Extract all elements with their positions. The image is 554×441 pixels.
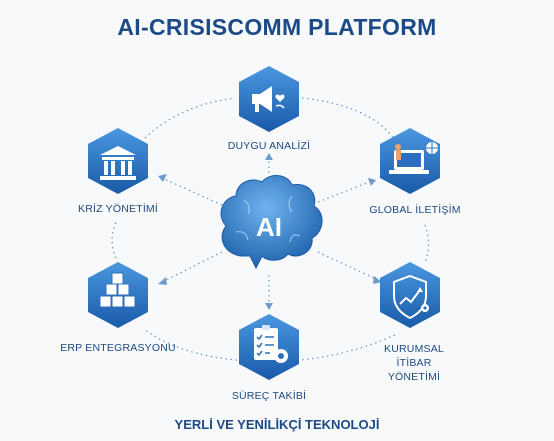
hexagon-tile bbox=[88, 128, 148, 194]
center-ai-label: AI bbox=[256, 212, 282, 242]
node-erp-entegrasyonu bbox=[88, 262, 148, 328]
arrowhead-erp bbox=[158, 277, 167, 285]
megaphone-heart-icon bbox=[252, 86, 285, 112]
connector-global-kurumsal bbox=[424, 224, 430, 263]
node-label-erp-entegrasyonu: ERP ENTEGRASYONU bbox=[60, 342, 176, 354]
arrowhead-kurumsal bbox=[373, 276, 382, 284]
building-icon bbox=[100, 146, 136, 180]
node-label-kriz-yonetimi: KRİZ YÖNETİMİ bbox=[78, 203, 158, 215]
cubes-icon bbox=[99, 272, 136, 308]
ring-connectors bbox=[111, 97, 430, 361]
connector-erp-kriz bbox=[111, 221, 117, 259]
spoke-erp bbox=[161, 251, 223, 283]
node-surec-takibi bbox=[239, 314, 299, 380]
footer-tagline: YERLİ VE YENİLİKÇİ TEKNOLOJİ bbox=[174, 417, 380, 432]
shield-chart-icon bbox=[393, 274, 429, 320]
spoke-kurumsal bbox=[317, 251, 379, 281]
arrowhead-kriz bbox=[158, 174, 167, 182]
node-duygu-analizi bbox=[239, 66, 299, 132]
arrowhead-duygu bbox=[265, 153, 273, 160]
connector-duygu-global bbox=[301, 97, 396, 141]
node-kurumsal-itibar bbox=[380, 262, 440, 328]
arrowhead-global bbox=[368, 178, 376, 186]
node-label-surec-takibi: SÜREÇ TAKİBİ bbox=[231, 390, 307, 402]
node-label-global-iletisim: GLOBAL İLETİŞİM bbox=[369, 204, 461, 216]
checklist-gear-icon bbox=[254, 325, 288, 363]
spoke-connectors bbox=[161, 158, 379, 305]
node-global-iletisim bbox=[380, 128, 440, 194]
node-label-kurumsal-itibar: KURUMSAL İTİBAR YÖNETİMİ bbox=[384, 343, 444, 383]
brain-cloud-icon bbox=[220, 175, 323, 270]
center-ai-node: AI bbox=[220, 175, 323, 270]
connector-arrowheads bbox=[158, 153, 382, 310]
connector-kriz-duygu bbox=[144, 97, 236, 139]
spoke-kriz bbox=[161, 177, 223, 206]
node-label-duygu-analizi: DUYGU ANALİZİ bbox=[227, 140, 311, 152]
arrowhead-surec bbox=[265, 303, 273, 310]
connector-surec-erp bbox=[144, 329, 238, 361]
page-title: AI-CRISISCOMM PLATFORM bbox=[117, 14, 437, 40]
node-kriz-yonetimi bbox=[88, 128, 148, 194]
laptop-globe-icon bbox=[389, 142, 438, 174]
spoke-global bbox=[317, 180, 373, 203]
